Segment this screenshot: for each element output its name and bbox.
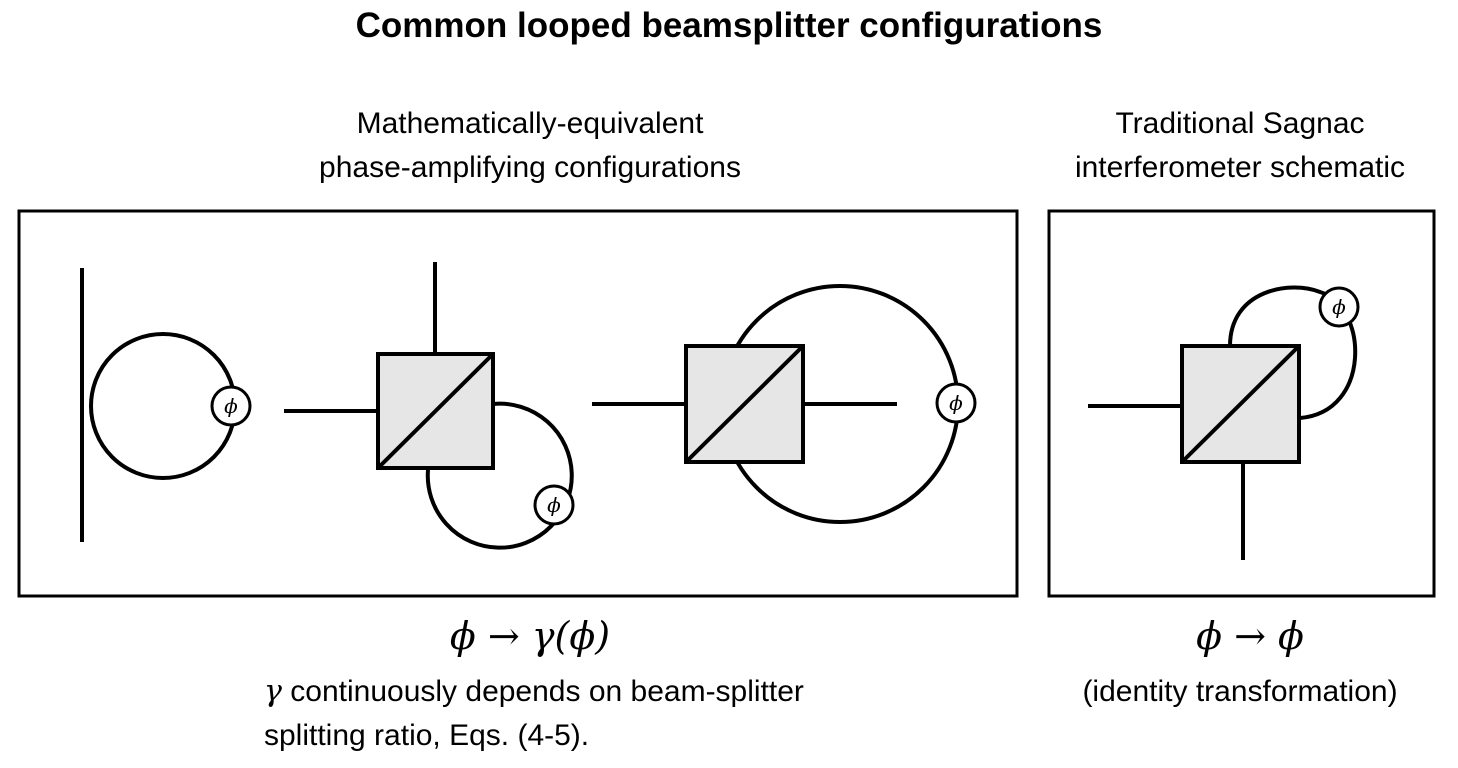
right-subtitle-line2: interferometer schematic [1074, 151, 1406, 184]
left-description-line2: splitting ratio, Eqs. (4-5). [264, 719, 590, 752]
left-description-line1-text: continuously depends on beam-splitter [281, 675, 804, 708]
right-transform-equation: ϕ → ϕ [1196, 614, 1304, 658]
phase-element: ϕ [533, 484, 575, 526]
phase-element: ϕ [1318, 286, 1360, 328]
left-transform-equation: ϕ → γ(ϕ) [449, 614, 611, 658]
phase-label: ϕ [224, 394, 238, 418]
left-subtitle-line1: Mathematically-equivalent [356, 107, 704, 140]
left-panel-frame [17, 209, 1019, 598]
right-subtitle-line1: Traditional Sagnac [1115, 107, 1365, 140]
left-subtitle-line2: phase-amplifying configurations [319, 151, 741, 184]
phase-element: ϕ [935, 382, 977, 424]
phase-shifter-icon [1318, 286, 1360, 328]
loop-path [425, 401, 574, 550]
left-panel-subtitle: Mathematically-equivalent phase-amplifyi… [230, 102, 830, 190]
beamsplitter-diagonal [376, 352, 495, 470]
left-description-line1: γ continuously depends on beam-splitter [264, 670, 964, 714]
config-beamsplitter-large-loop: ϕ [592, 284, 977, 524]
phase-label: ϕ [1332, 295, 1346, 319]
config-mirror-loop: ϕ [80, 268, 252, 542]
phase-shifter-icon [210, 385, 252, 427]
right-panel-subtitle: Traditional Sagnac interferometer schema… [1030, 102, 1450, 190]
config-sagnac: ϕ [1088, 285, 1360, 560]
phase-shifter-icon [533, 484, 575, 526]
config-beamsplitter-corner-loop: ϕ [284, 262, 575, 550]
phase-label: ϕ [547, 493, 561, 517]
figure-title: Common looped beamsplitter configuration… [355, 6, 1103, 45]
phase-element: ϕ [210, 385, 252, 427]
beamsplitter-diagonal [684, 344, 805, 464]
phase-shifter-icon [935, 382, 977, 424]
right-panel-frame [1047, 209, 1436, 598]
beamsplitter-diagonal [1180, 344, 1301, 464]
phase-label: ϕ [949, 391, 963, 415]
right-description: (identity transformation) [1082, 675, 1398, 708]
gamma-symbol: γ [264, 674, 282, 709]
left-description: γ continuously depends on beam-splitter … [264, 670, 964, 758]
